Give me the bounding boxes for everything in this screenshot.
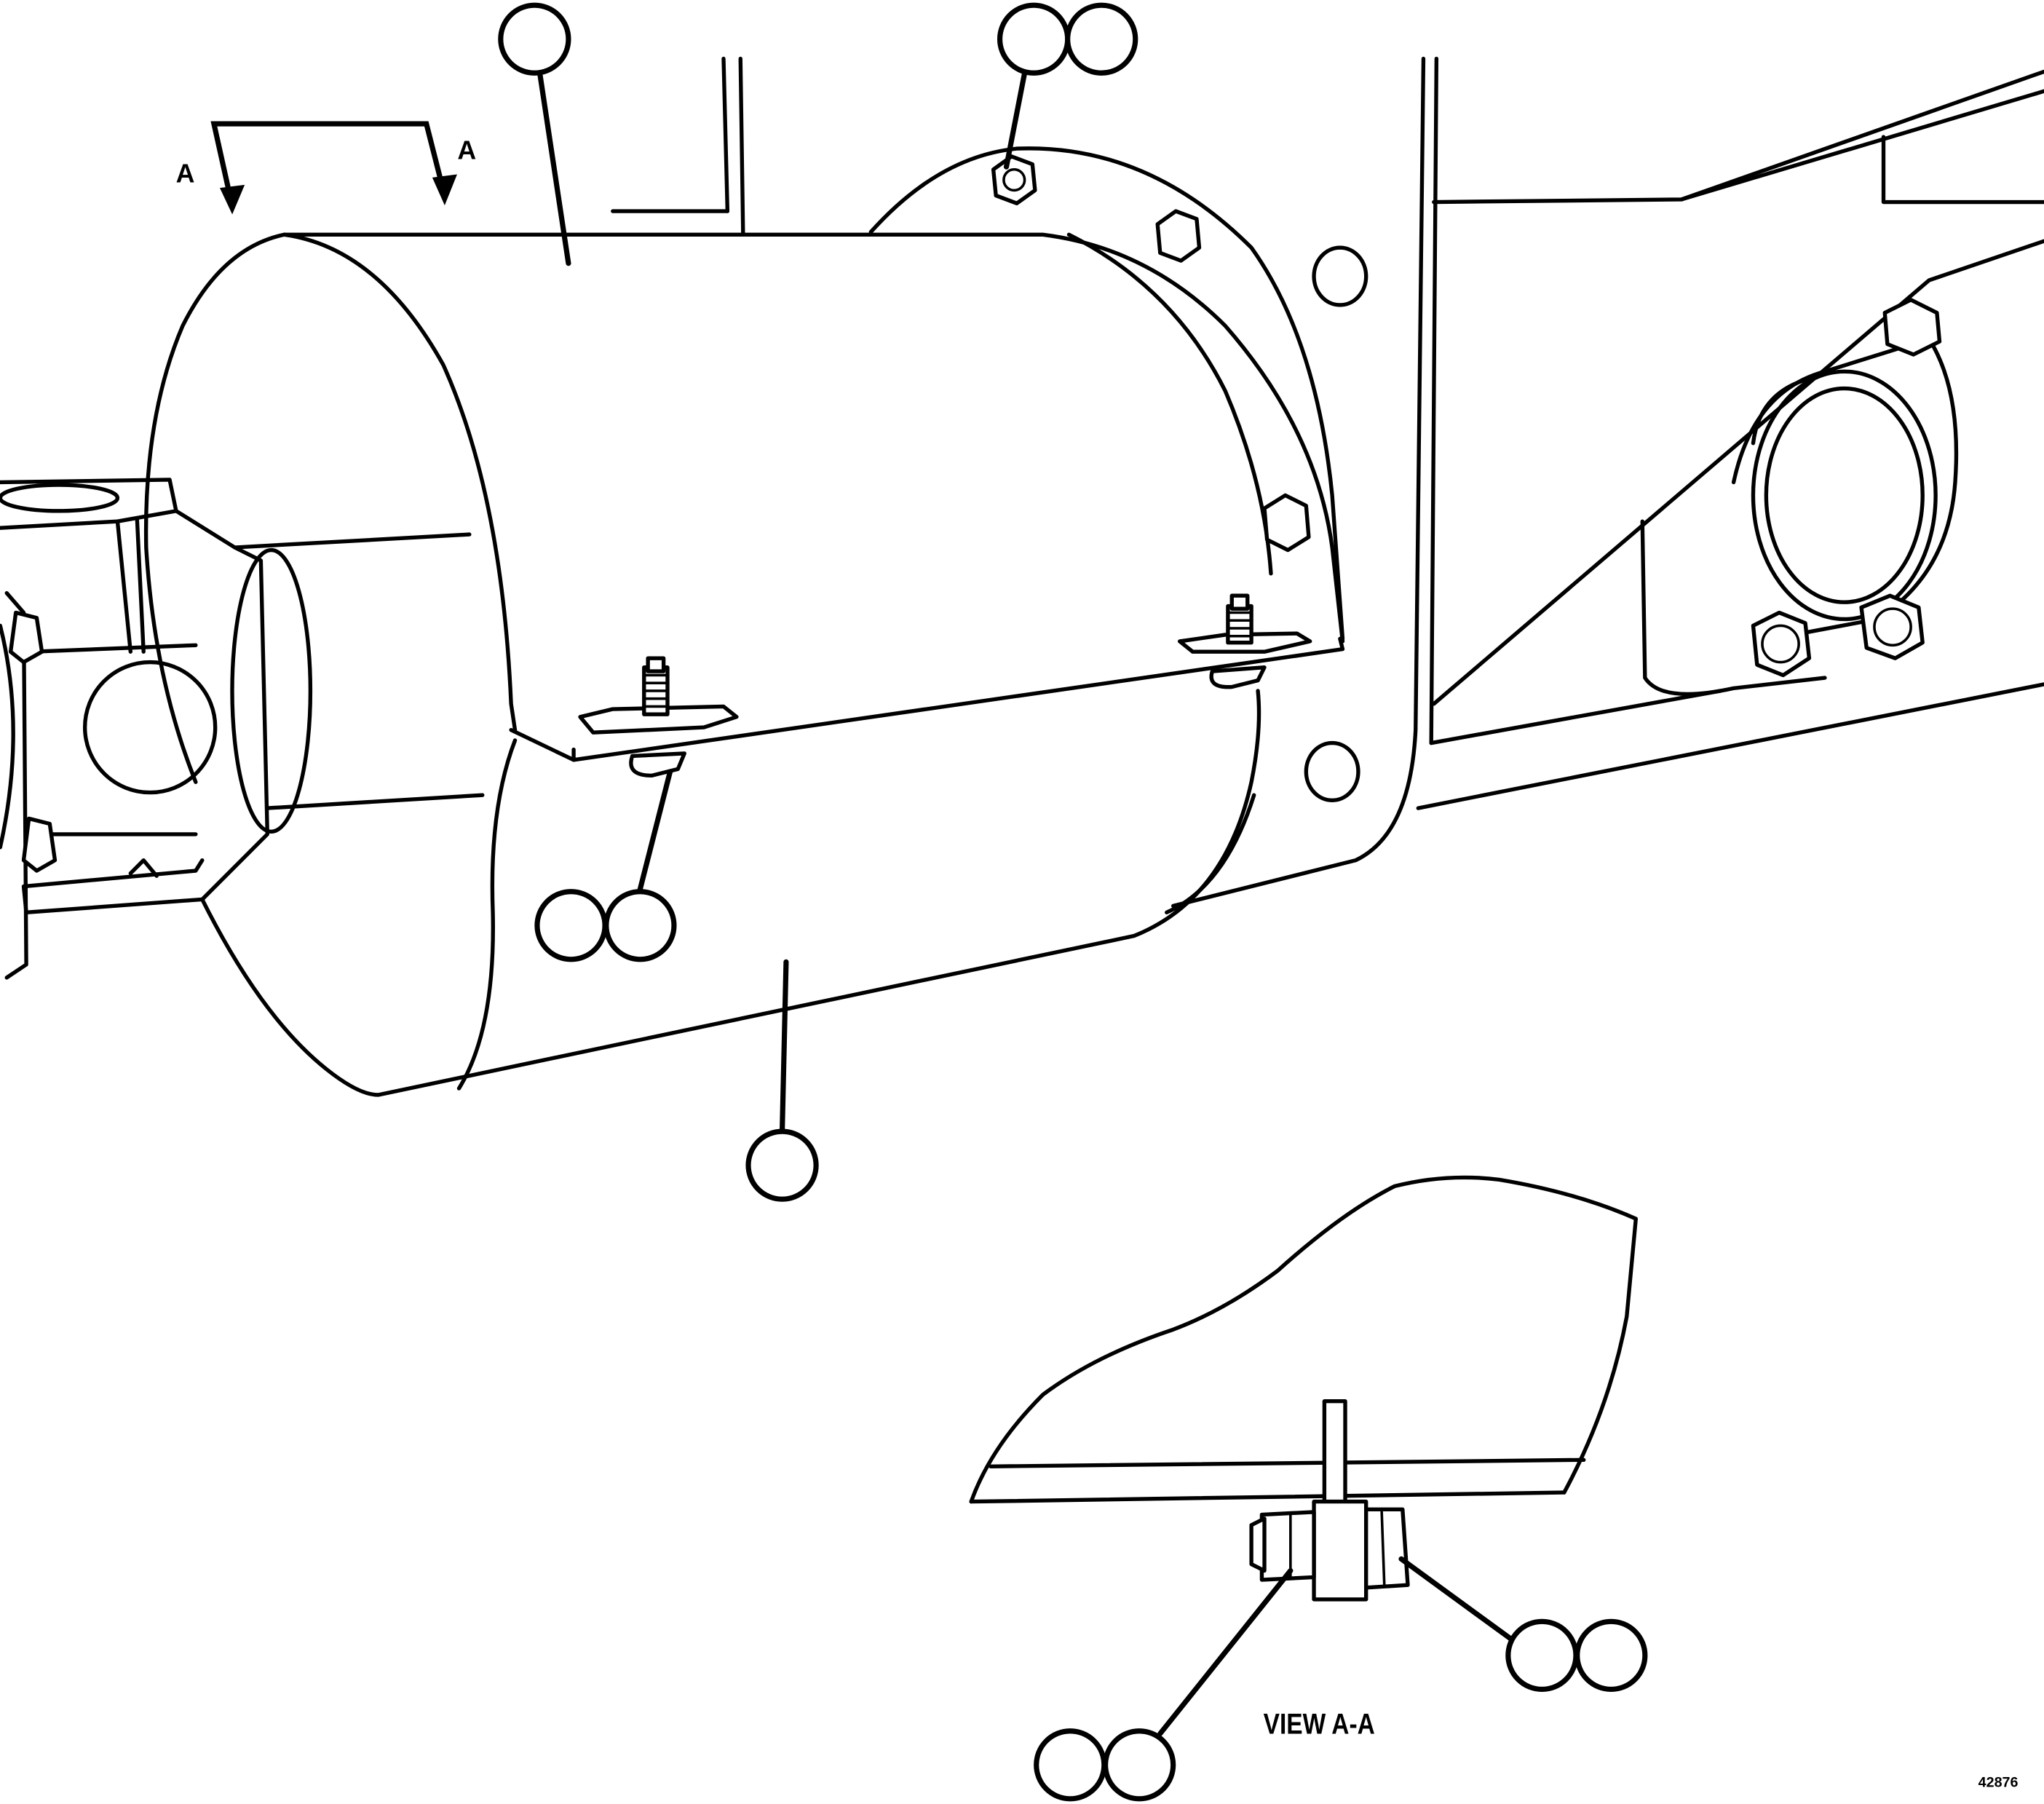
callout-bottom-single: [745, 1128, 819, 1202]
callout-middle-pair: [534, 889, 677, 962]
figure-number: 42876: [1978, 1775, 2019, 1791]
hex-bolt-icon: [8, 610, 44, 665]
grease-fitting-right: [1177, 593, 1312, 654]
mounting-flange: [868, 146, 1345, 641]
callout-top-pair: [997, 2, 1138, 76]
clip-right: [1209, 665, 1267, 689]
grease-fitting-left: [578, 656, 739, 735]
callout-detail-right-pair: [1505, 1618, 1648, 1693]
hex-bolt-icon: [1155, 209, 1202, 263]
callout-detail-left-pair: [1034, 1728, 1176, 1802]
clip-left: [629, 751, 686, 778]
section-letter-left: A: [176, 159, 195, 189]
hex-bolt-icon: [21, 816, 58, 873]
hex-bolt-icon: [1262, 493, 1311, 553]
drive-shaft-yoke: [0, 478, 485, 980]
hex-bolt-icon: [1859, 593, 1925, 660]
frame-plate: [611, 56, 2044, 909]
detail-view-a-a: [969, 1175, 1638, 1602]
upper-shield-half: [143, 232, 1345, 784]
lower-shield-half: [200, 689, 1261, 1097]
section-cut-marker: A A: [176, 121, 476, 215]
hex-bolt-icon: [1882, 298, 1942, 357]
hex-bolt-icon: [1751, 610, 1812, 678]
hex-bolt-icon: [991, 154, 1037, 205]
leader-lines: [536, 70, 1515, 1736]
section-letter-right: A: [457, 135, 476, 165]
view-label: VIEW A-A: [1264, 1708, 1375, 1740]
bearing-housing: [1640, 298, 1959, 697]
callout-top-single: [498, 2, 571, 76]
